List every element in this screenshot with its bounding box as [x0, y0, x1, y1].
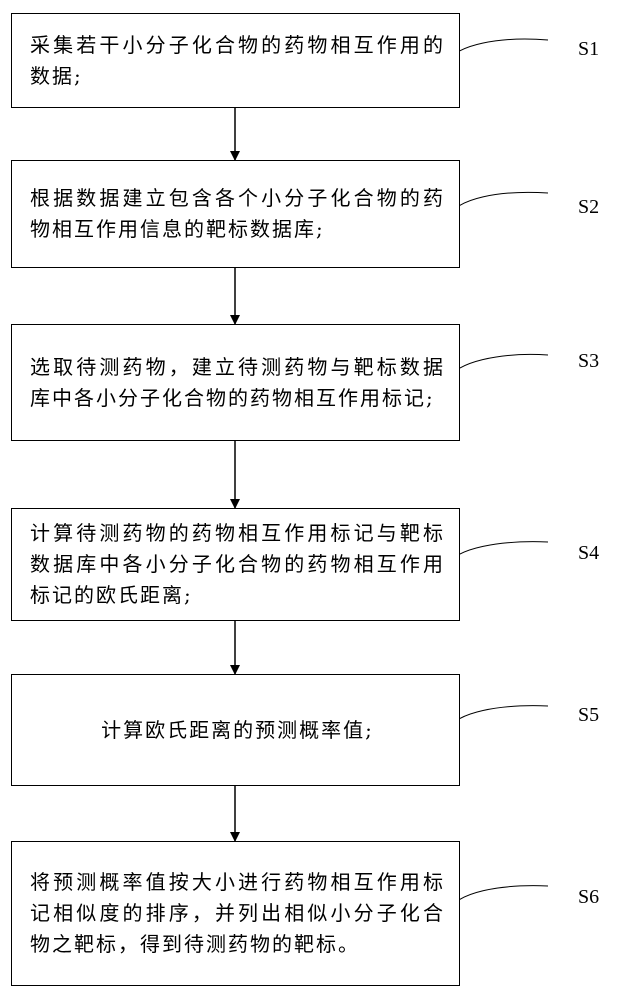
leader-s4: [447, 541, 549, 566]
step-text-s6: 将预测概率值按大小进行药物相互作用标记相似度的排序，并列出相似小分子化合物之靶标…: [30, 870, 445, 956]
step-label-s4: S4: [578, 542, 600, 564]
step-text-s1: 采集若干小分子化合物的药物相互作用的数据;: [30, 32, 445, 88]
leader-s3: [447, 354, 549, 381]
step-box-s1: 采集若干小分子化合物的药物相互作用的数据;: [11, 13, 460, 108]
step-box-s6: 将预测概率值按大小进行药物相互作用标记相似度的排序，并列出相似小分子化合物之靶标…: [11, 841, 460, 986]
step-text-s2: 根据数据建立包含各个小分子化合物的药物相互作用信息的靶标数据库;: [30, 186, 445, 241]
leader-s2: [447, 191, 549, 219]
step-box-s3: 选取待测药物，建立待测药物与靶标数据库中各小分子化合物的药物相互作用标记;: [11, 324, 460, 441]
step-label-s1: S1: [578, 38, 600, 60]
step-box-s2: 根据数据建立包含各个小分子化合物的药物相互作用信息的靶标数据库;: [11, 160, 460, 268]
step-label-s3: S3: [578, 350, 600, 372]
step-box-s4: 计算待测药物的药物相互作用标记与靶标数据库中各小分子化合物的药物相互作用标记的欧…: [11, 508, 460, 621]
leader-s1: [447, 38, 549, 63]
step-label-s5: S5: [578, 704, 600, 726]
step-text-s4: 计算待测药物的药物相互作用标记与靶标数据库中各小分子化合物的药物相互作用标记的欧…: [30, 521, 445, 607]
step-label-s2: S2: [578, 196, 600, 218]
step-label-s6: S6: [578, 886, 600, 908]
leader-s5: [447, 705, 549, 731]
step-box-s5: 计算欧氏距离的预测概率值;: [11, 674, 460, 786]
step-text-s3: 选取待测药物，建立待测药物与靶标数据库中各小分子化合物的药物相互作用标记;: [30, 354, 445, 410]
step-text-s5: 计算欧氏距离的预测概率值;: [101, 717, 374, 742]
leader-s6: [447, 885, 549, 913]
